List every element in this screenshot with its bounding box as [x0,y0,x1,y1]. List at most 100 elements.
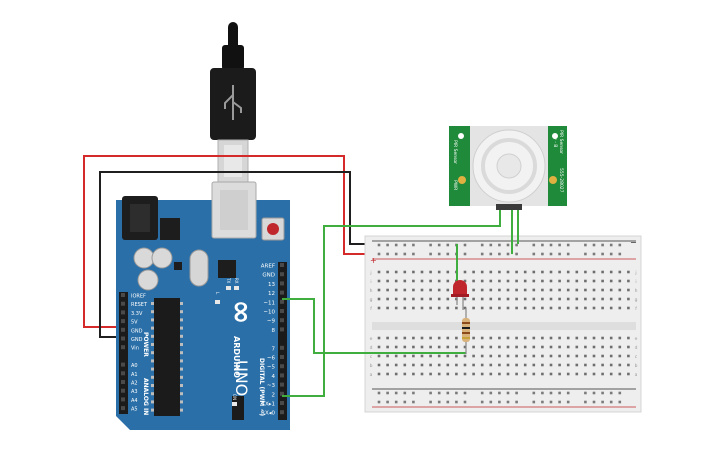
breadboard-hole[interactable] [601,297,604,301]
breadboard-hole[interactable] [377,354,381,358]
breadboard-hole[interactable] [472,306,475,310]
breadboard-hole[interactable] [558,400,561,404]
breadboard-hole[interactable] [618,252,622,256]
breadboard-hole[interactable] [609,363,613,367]
breadboard-hole[interactable] [472,345,475,349]
breadboard-hole[interactable] [506,400,510,404]
breadboard-hole[interactable] [446,252,450,256]
breadboard-hole[interactable] [386,336,389,340]
breadboard-hole[interactable] [558,243,561,247]
breadboard-hole[interactable] [532,252,536,256]
breadboard-hole[interactable] [618,372,622,376]
breadboard-hole[interactable] [592,345,596,349]
breadboard-hole[interactable] [489,270,493,274]
breadboard-hole[interactable] [412,288,415,292]
breadboard-hole[interactable] [618,270,622,274]
breadboard-hole[interactable] [584,354,587,358]
breadboard-hole[interactable] [541,400,544,404]
breadboard-hole[interactable] [394,279,398,283]
wire-pir-signal[interactable] [282,206,501,397]
breadboard-hole[interactable] [480,288,484,292]
breadboard-hole[interactable] [377,243,381,247]
breadboard-hole[interactable] [558,354,561,358]
breadboard-hole[interactable] [394,354,398,358]
breadboard-hole[interactable] [377,391,381,395]
header-pin[interactable] [280,318,284,323]
breadboard-hole[interactable] [592,391,596,395]
breadboard-hole[interactable] [480,336,484,340]
breadboard-hole[interactable] [463,345,467,349]
breadboard-hole[interactable] [420,372,424,376]
breadboard-hole[interactable] [558,297,561,301]
header-pin[interactable] [280,290,284,295]
header-pin[interactable] [121,371,125,376]
breadboard-hole[interactable] [601,252,604,256]
breadboard-hole[interactable] [609,391,613,395]
breadboard-hole[interactable] [549,372,553,376]
breadboard-hole[interactable] [446,306,450,310]
breadboard-hole[interactable] [523,363,527,367]
breadboard-hole[interactable] [412,345,415,349]
breadboard-hole[interactable] [386,288,389,292]
breadboard-hole[interactable] [437,391,441,395]
breadboard-hole[interactable] [437,363,441,367]
breadboard-hole[interactable] [515,372,518,376]
breadboard-hole[interactable] [377,345,381,349]
breadboard-hole[interactable] [412,252,415,256]
breadboard-hole[interactable] [394,391,398,395]
breadboard-hole[interactable] [609,400,613,404]
header-pin[interactable] [121,310,125,315]
breadboard-hole[interactable] [601,345,604,349]
header-pin[interactable] [280,373,284,378]
breadboard-hole[interactable] [575,270,579,274]
breadboard-hole[interactable] [541,288,544,292]
breadboard-hole[interactable] [429,297,432,301]
breadboard-hole[interactable] [420,306,424,310]
breadboard-hole[interactable] [412,400,415,404]
breadboard-hole[interactable] [532,243,536,247]
breadboard-hole[interactable] [523,354,527,358]
header-pin[interactable] [280,355,284,359]
breadboard-hole[interactable] [394,306,398,310]
breadboard-hole[interactable] [627,279,630,283]
breadboard-hole[interactable] [446,243,450,247]
breadboard-hole[interactable] [403,391,407,395]
breadboard-hole[interactable] [455,345,458,349]
breadboard-hole[interactable] [377,306,381,310]
breadboard-hole[interactable] [403,363,407,367]
breadboard-hole[interactable] [480,345,484,349]
breadboard-hole[interactable] [394,288,398,292]
breadboard-hole[interactable] [412,336,415,340]
breadboard-hole[interactable] [601,363,604,367]
breadboard-hole[interactable] [558,306,561,310]
breadboard-hole[interactable] [506,279,510,283]
breadboard-hole[interactable] [498,243,501,247]
breadboard-hole[interactable] [584,279,587,283]
breadboard-hole[interactable] [377,363,381,367]
breadboard-hole[interactable] [549,306,553,310]
breadboard-hole[interactable] [609,243,613,247]
breadboard-hole[interactable] [446,363,450,367]
breadboard-hole[interactable] [541,297,544,301]
breadboard-hole[interactable] [618,279,622,283]
breadboard-hole[interactable] [575,297,579,301]
breadboard-hole[interactable] [498,400,501,404]
breadboard-hole[interactable] [437,252,441,256]
breadboard-hole[interactable] [523,372,527,376]
breadboard-hole[interactable] [515,297,518,301]
breadboard-hole[interactable] [463,306,467,310]
breadboard-hole[interactable] [437,400,441,404]
breadboard-hole[interactable] [446,336,450,340]
breadboard-hole[interactable] [584,336,587,340]
breadboard-hole[interactable] [566,391,570,395]
breadboard-hole[interactable] [429,252,432,256]
breadboard-hole[interactable] [429,270,432,274]
header-pin[interactable] [280,382,284,387]
reset-button-cap[interactable] [267,223,279,235]
breadboard-hole[interactable] [532,372,536,376]
breadboard-hole[interactable] [489,306,493,310]
breadboard-hole[interactable] [609,336,613,340]
breadboard-hole[interactable] [403,252,407,256]
breadboard-hole[interactable] [523,336,527,340]
